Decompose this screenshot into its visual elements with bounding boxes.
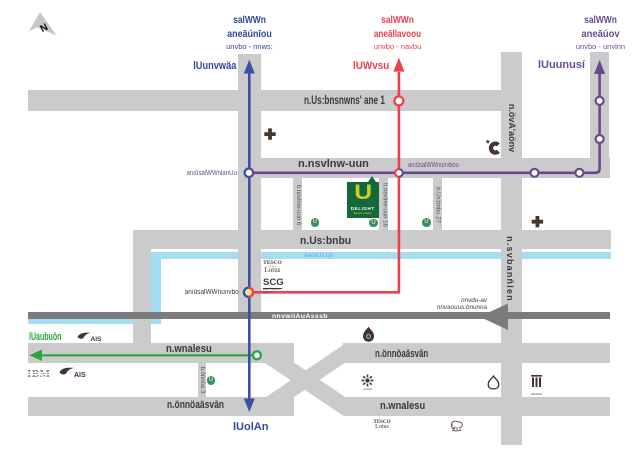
svg-text:AIS: AIS — [91, 336, 103, 342]
svg-text:AIS: AIS — [74, 372, 86, 378]
svg-text:d: d — [454, 425, 456, 429]
svg-text:N: N — [38, 22, 50, 35]
